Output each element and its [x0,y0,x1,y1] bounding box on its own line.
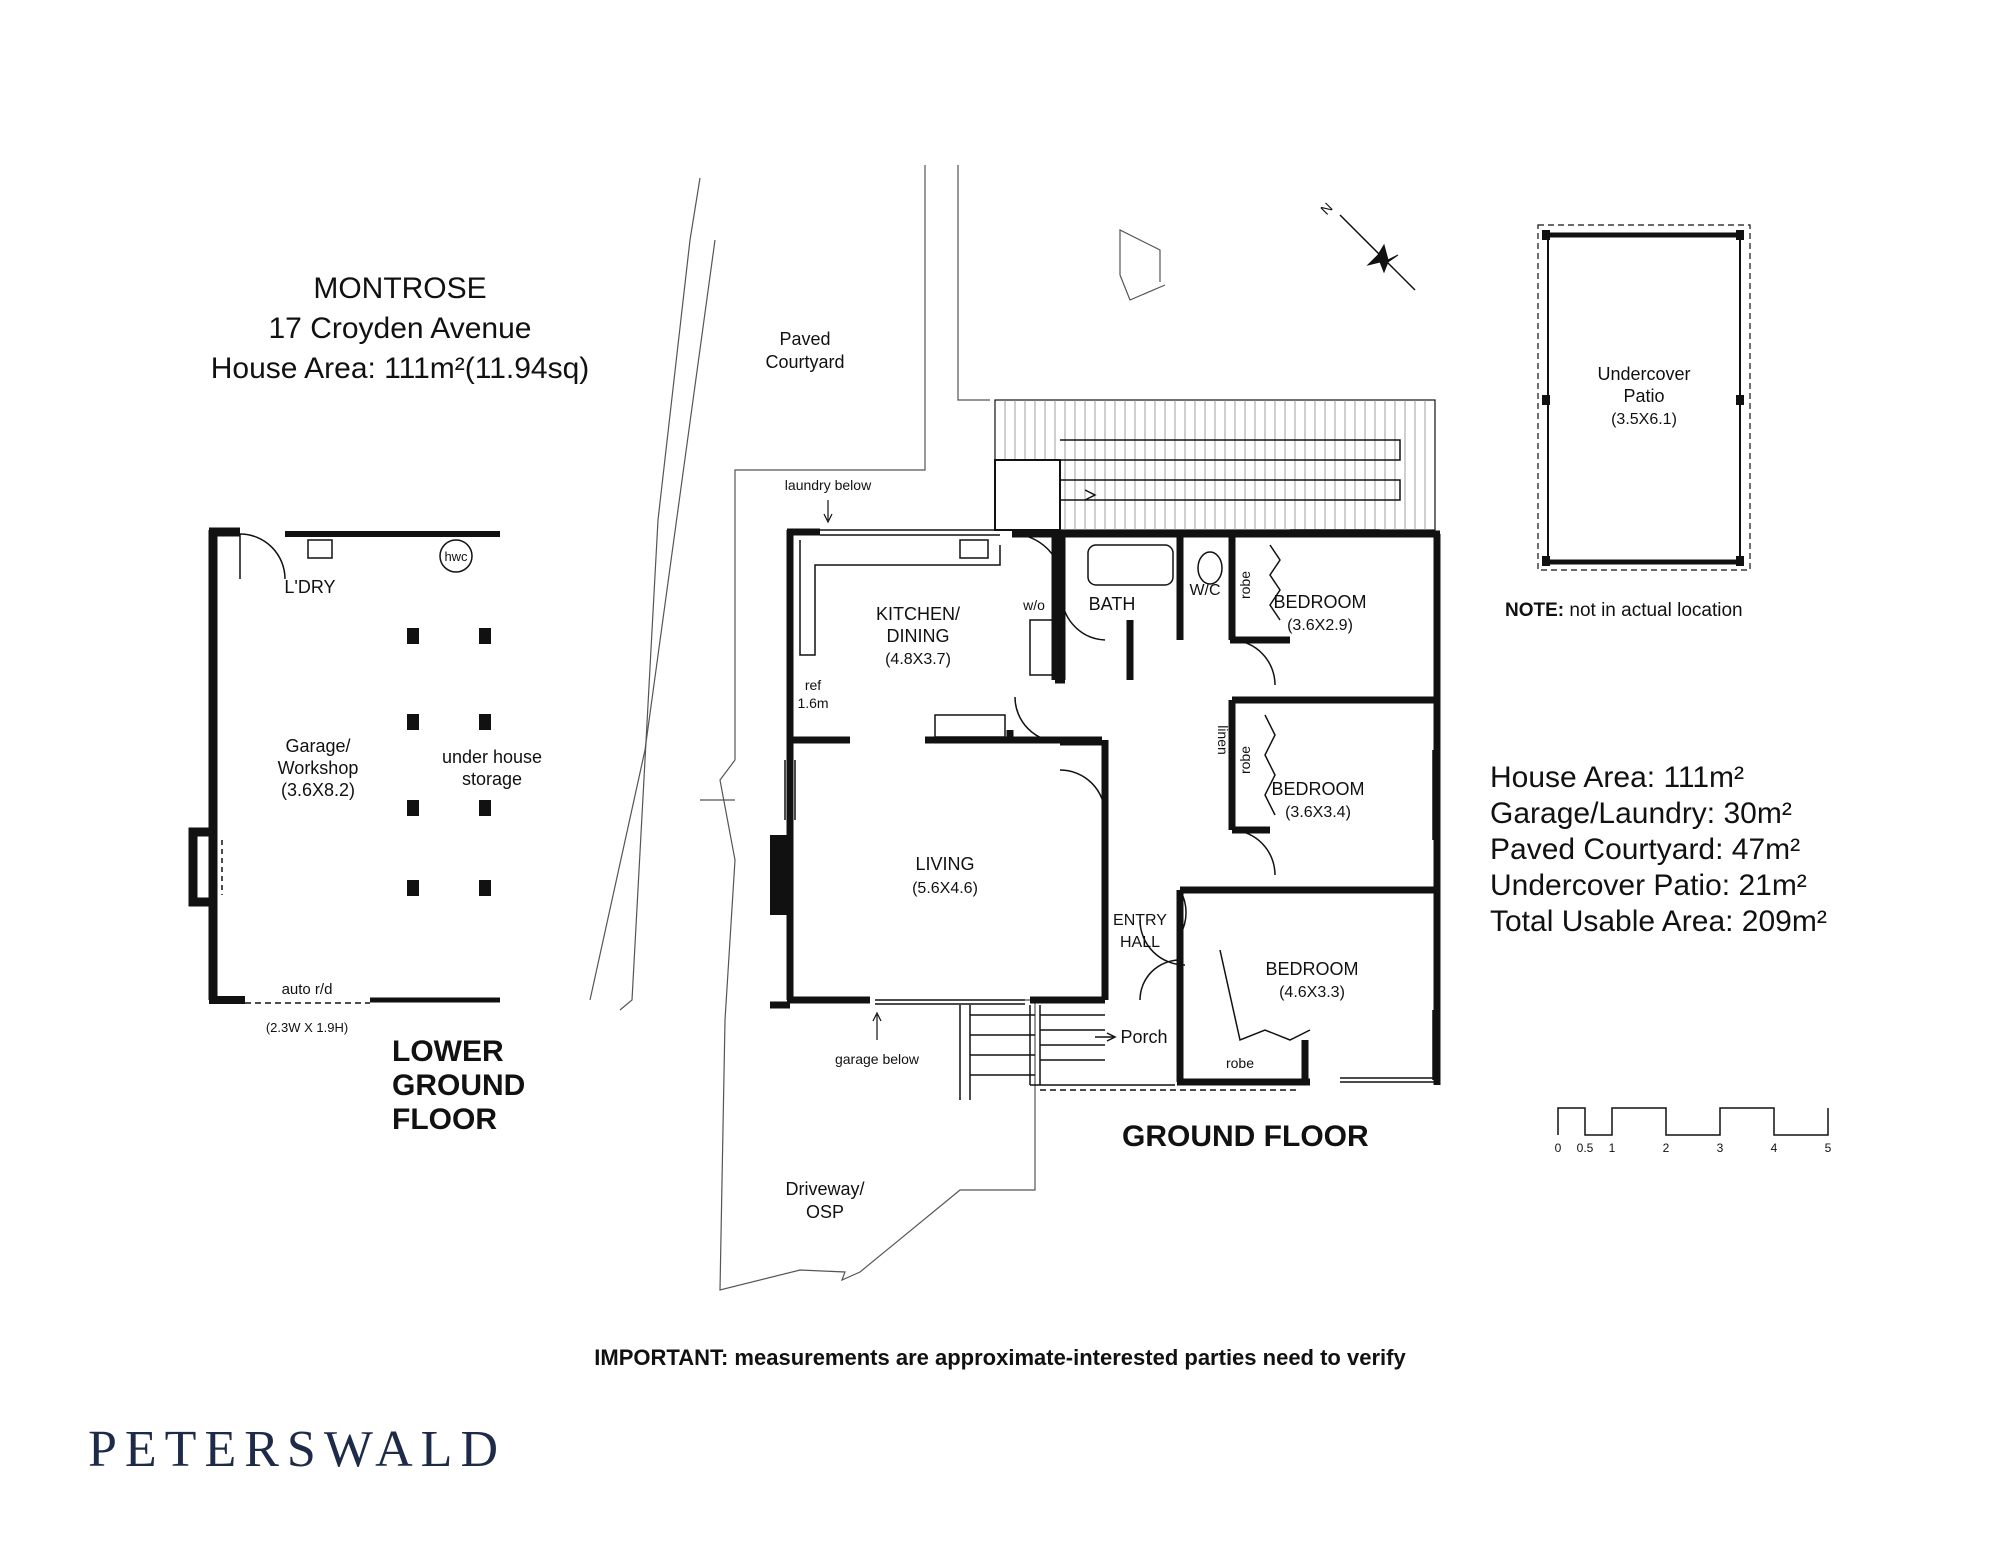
laundry-below-label: laundry below [785,477,872,493]
patio-label-1: Undercover [1597,364,1690,384]
scale-tick-4: 3 [1717,1141,1724,1155]
stat-total-usable-area: Total Usable Area: 209m² [1490,905,1827,938]
lower-ground-label-line-2: GROUND [392,1069,526,1102]
entry-hall-label-1: ENTRY [1113,912,1167,929]
driveway-label-2: OSP [806,1202,844,1222]
hwc-icon [439,539,473,573]
scale-tick-0: 0 [1555,1141,1562,1155]
robe-label-2: robe [1237,746,1253,774]
brand-logo: PETERSWALD [88,1421,506,1478]
robe-label-1: robe [1237,571,1253,599]
lower-ground-floor-plan [188,527,500,1004]
north-label: N [1317,199,1335,217]
patio-label-2: Patio [1623,386,1664,406]
bedroom-1-label: BEDROOM [1273,592,1366,612]
hwc-label: hwc [444,549,468,564]
scale-tick-1: 0.5 [1577,1141,1594,1155]
bedroom-2-dims: (3.6X3.4) [1285,804,1351,821]
scale-tick-5: 4 [1771,1141,1778,1155]
courtyard-label-1: Paved [779,329,830,349]
ground-floor-plan [589,165,1441,1291]
lower-ground-label-line-1: LOWER [392,1035,504,1068]
living-dims: (5.6X4.6) [912,880,978,897]
kitchen-label-2: DINING [887,626,950,646]
scale-bar [1557,1107,1829,1136]
stat-house-area: House Area: 111m² [1490,761,1745,794]
note-text: not in actual location [1564,600,1743,621]
scale-tick-2: 1 [1609,1141,1616,1155]
undercover-patio [1537,224,1751,571]
garage-label-2: Workshop [278,758,359,778]
wc-label: W/C [1189,582,1220,599]
bedroom-2-label: BEDROOM [1271,779,1364,799]
garage-below-label: garage below [835,1051,920,1067]
garage-dims: (3.6X8.2) [281,780,355,800]
laundry-label: L'DRY [284,577,335,597]
scale-tick-6: 5 [1825,1141,1832,1155]
scale-tick-3: 2 [1663,1141,1670,1155]
bedroom-3-dims: (4.6X3.3) [1279,984,1345,1001]
door-size-label: (2.3W X 1.9H) [266,1020,348,1035]
area-summary: House Area: 111m² Garage/Laundry: 30m² P… [1490,760,1827,940]
kitchen-dims: (4.8X3.7) [885,651,951,668]
wo-label: w/o [1022,597,1045,613]
ground-floor-label: GROUND FLOOR [1122,1120,1369,1153]
north-arrow-icon [1339,214,1416,291]
storage-label-1: under house [442,747,542,767]
patio-dims: (3.5X6.1) [1611,411,1677,428]
storage-label-2: storage [462,769,522,789]
driveway-label-1: Driveway/ [785,1179,864,1199]
location-note: NOTE: not in actual location [1505,600,1743,622]
entry-hall-label-2: HALL [1120,934,1160,951]
house-area-heading: House Area: 111m²(11.94sq) [210,352,590,385]
kitchen-label-1: KITCHEN/ [876,604,960,624]
lower-ground-label-line-3: FLOOR [392,1103,497,1136]
courtyard-label-2: Courtyard [765,352,844,372]
property-address: 17 Croyden Avenue [268,312,532,345]
auto-door-label: auto r/d [282,981,333,998]
stat-undercover-patio: Undercover Patio: 21m² [1490,869,1807,902]
stat-paved-courtyard: Paved Courtyard: 47m² [1490,833,1801,866]
bedroom-1-dims: (3.6X2.9) [1287,617,1353,634]
bath-label: BATH [1089,594,1136,614]
living-label: LIVING [915,854,974,874]
bedroom-3-label: BEDROOM [1265,959,1358,979]
linen-label: linen [1215,725,1231,755]
garage-label-1: Garage/ [285,736,350,756]
note-prefix: NOTE: [1505,600,1565,621]
disclaimer: IMPORTANT: measurements are approximate-… [594,1345,1406,1370]
fireplace [770,835,792,915]
robe-label-3: robe [1226,1055,1254,1071]
site-boundary [589,165,1166,1291]
ref-label: ref [805,677,821,693]
porch-label: Porch [1120,1027,1167,1047]
property-name: MONTROSE [313,272,487,305]
stat-garage-laundry: Garage/Laundry: 30m² [1490,797,1792,830]
lower-ground-floor-label: LOWER GROUND FLOOR [392,1035,525,1137]
ref-size: 1.6m [797,695,828,711]
